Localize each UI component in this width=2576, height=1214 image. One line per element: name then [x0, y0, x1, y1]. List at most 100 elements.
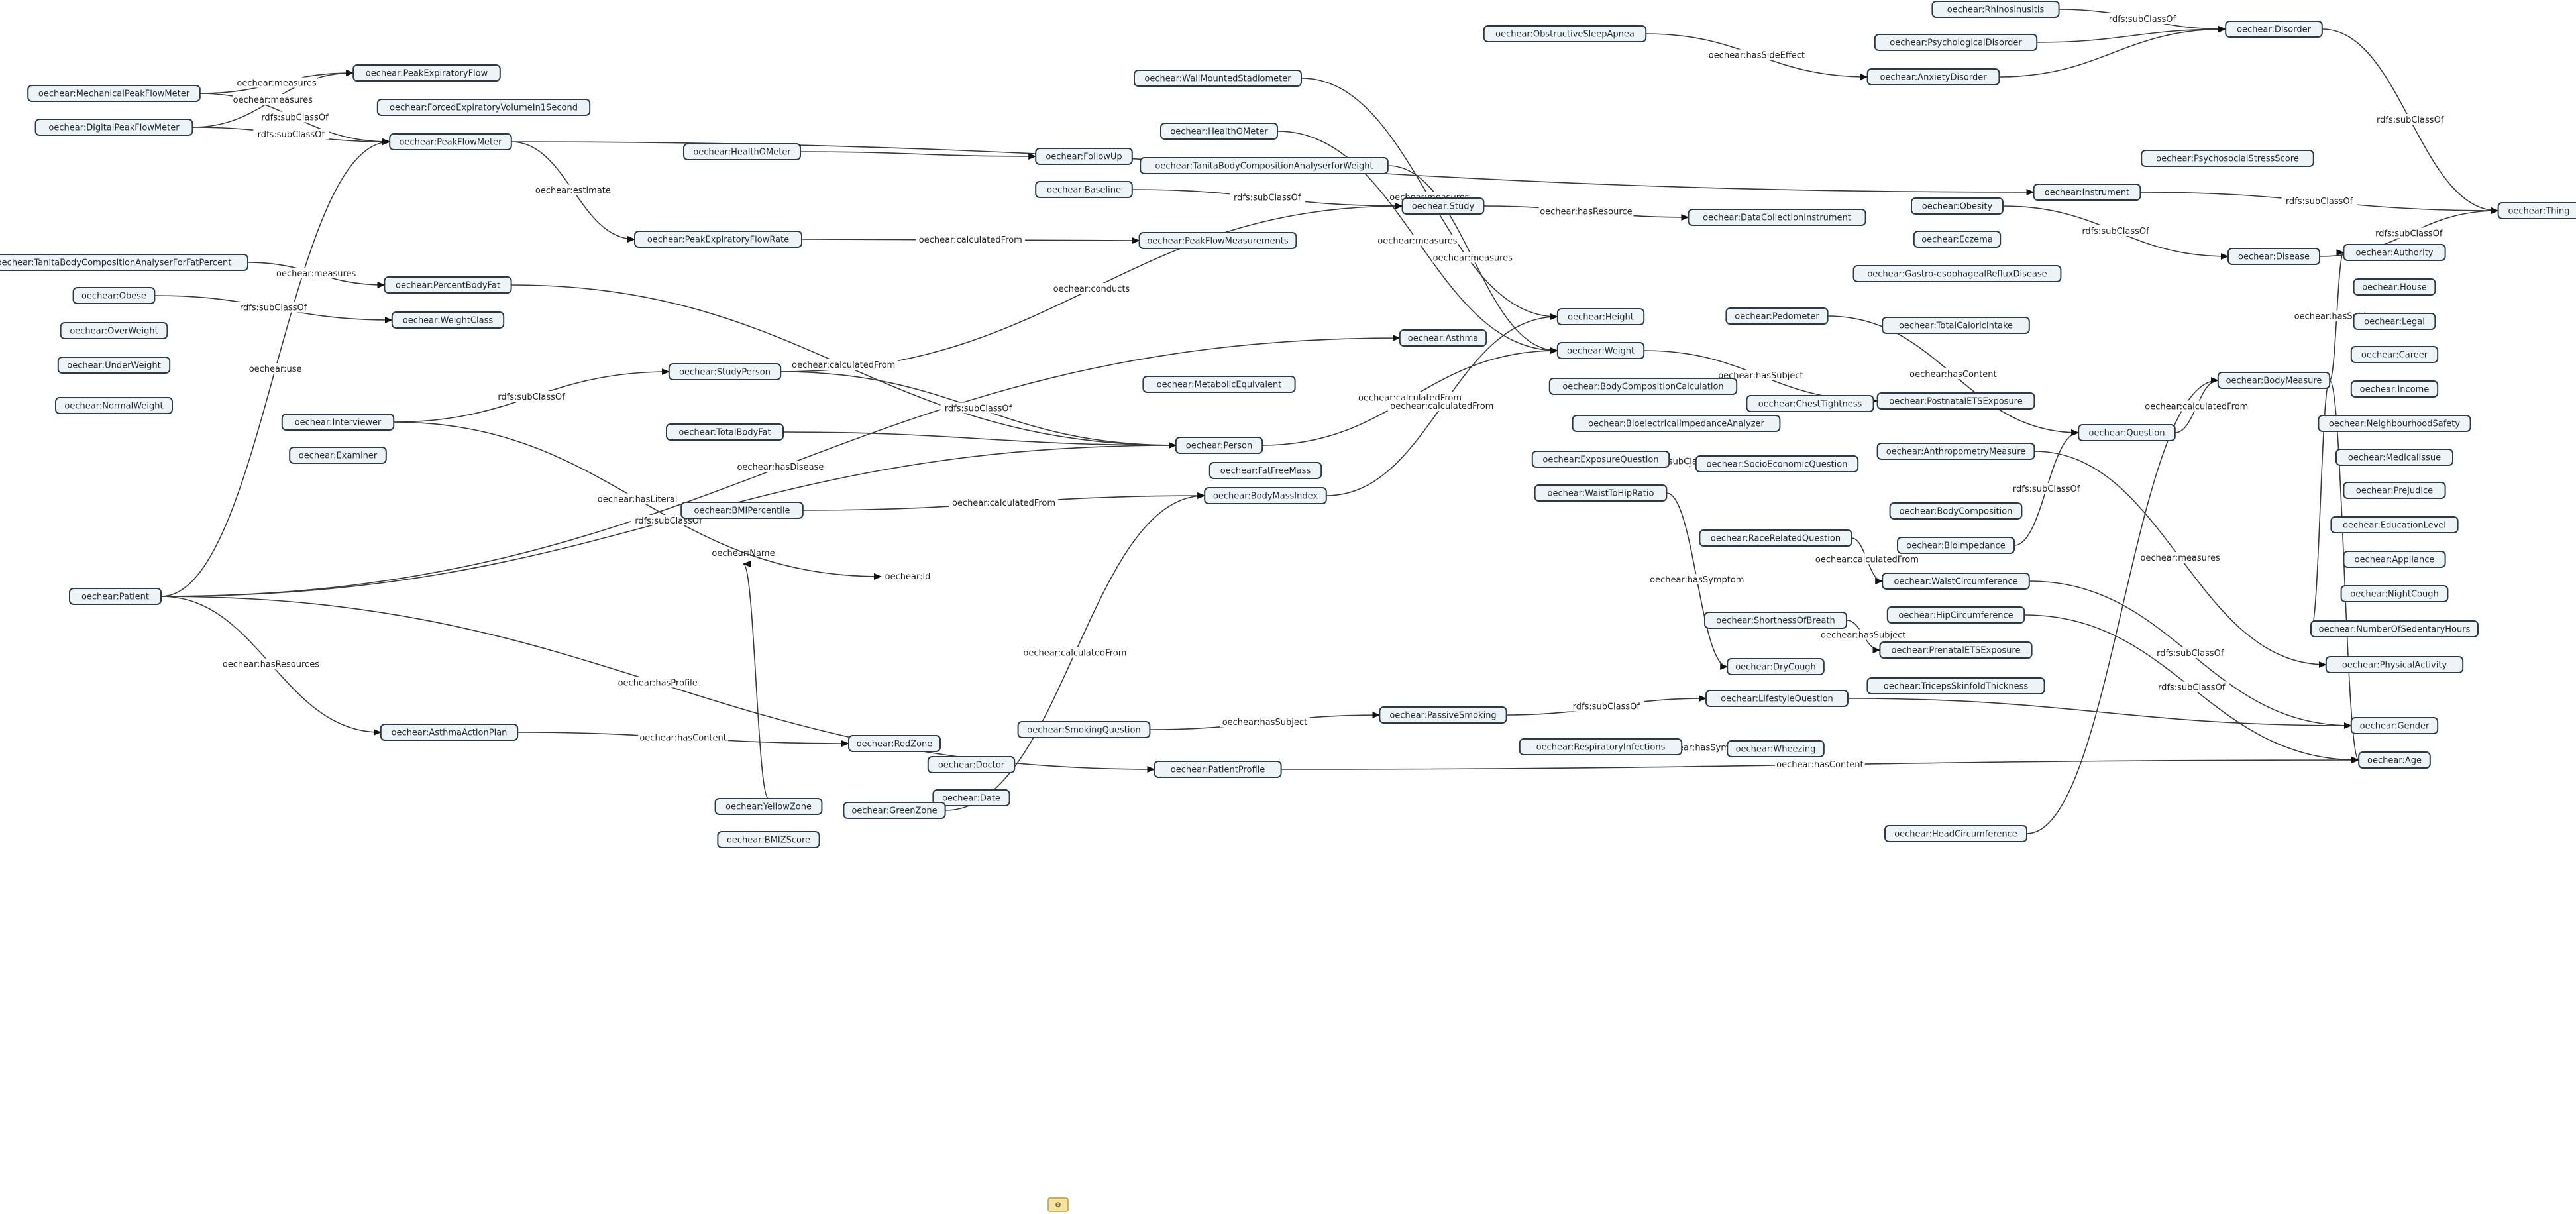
node-medicalissue[interactable]: oechear:MedicalIssue: [2335, 449, 2453, 466]
node-rhinosinusitis[interactable]: oechear:Rhinosinusitis: [1931, 1, 2060, 18]
node-drycough[interactable]: oechear:DryCough: [1727, 658, 1825, 675]
node-nightcough[interactable]: oechear:NightCough: [2340, 585, 2449, 602]
node-yellowzone[interactable]: oechear:YellowZone: [714, 798, 823, 815]
node-psychologicaldisorder[interactable]: oechear:PsychologicalDisorder: [1874, 34, 2038, 51]
node-redzone[interactable]: oechear:RedZone: [848, 735, 941, 752]
node-height[interactable]: oechear:Height: [1556, 308, 1645, 325]
node-baseline[interactable]: oechear:Baseline: [1035, 181, 1133, 198]
node-pedometer[interactable]: oechear:Pedometer: [1725, 307, 1829, 325]
node-thing[interactable]: oechear:Thing: [2497, 202, 2576, 219]
node-educationlevel[interactable]: oechear:EducationLevel: [2330, 516, 2459, 533]
node-forcedexpiratoryvolumein1second[interactable]: oechear:ForcedExpiratoryVolumeIn1Second: [376, 99, 591, 116]
node-racerelatedquestion[interactable]: oechear:RaceRelatedQuestion: [1699, 529, 1852, 547]
node-obesity[interactable]: oechear:Obesity: [1911, 197, 2004, 215]
node-peakflowmeasurements[interactable]: oechear:PeakFlowMeasurements: [1138, 232, 1297, 249]
node-examiner[interactable]: oechear:Examiner: [289, 447, 387, 464]
node-fatfreemass[interactable]: oechear:FatFreeMass: [1208, 462, 1322, 479]
node-instrument[interactable]: oechear:Instrument: [2033, 184, 2141, 201]
legend-icon[interactable]: ⚙: [1047, 1197, 1069, 1212]
node-study[interactable]: oechear:Study: [1401, 197, 1485, 215]
node-bodycomposition[interactable]: oechear:BodyComposition: [1889, 502, 2023, 520]
node-person[interactable]: oechear:Person: [1175, 437, 1263, 454]
node-date[interactable]: oechear:Date: [932, 789, 1010, 806]
node-studyperson[interactable]: oechear:StudyPerson: [668, 363, 782, 380]
node-age[interactable]: oechear:Age: [2358, 751, 2431, 769]
node-hipcircumference[interactable]: oechear:HipCircumference: [1886, 606, 2025, 624]
node-peakexpiratoryflowrate[interactable]: oechear:PeakExpiratoryFlowRate: [634, 231, 802, 248]
node-numberofsedentaryhours[interactable]: oechear:NumberOfSedentaryHours: [2310, 620, 2479, 637]
node-bmipercentile[interactable]: oechear:BMIPercentile: [680, 502, 804, 519]
node-passivesmoking[interactable]: oechear:PassiveSmoking: [1379, 706, 1507, 724]
node-followup[interactable]: oechear:FollowUp: [1035, 148, 1133, 165]
node-underweight[interactable]: oechear:UnderWeight: [57, 357, 171, 374]
node-prenataletsexposure[interactable]: oechear:PrenatalETSExposure: [1879, 641, 2033, 659]
node-overweight[interactable]: oechear:OverWeight: [60, 322, 168, 339]
node-greenzone[interactable]: oechear:GreenZone: [843, 802, 946, 819]
node-waistcircumference[interactable]: oechear:WaistCircumference: [1882, 573, 2030, 590]
node-eczema[interactable]: oechear:Eczema: [1913, 231, 2002, 248]
node-bmizscore[interactable]: oechear:BMIZScore: [717, 831, 820, 848]
node-physicalactivity[interactable]: oechear:PhysicalActivity: [2325, 656, 2464, 673]
node-career[interactable]: oechear:Career: [2350, 346, 2439, 363]
node-disease[interactable]: oechear:Disease: [2227, 248, 2320, 265]
node-tanitabodycompositionanalyserforweight[interactable]: oechear:TanitaBodyCompositionAnalyserfor…: [1140, 157, 1389, 174]
node-patient[interactable]: oechear:Patient: [69, 588, 162, 605]
node-lifestylequestion[interactable]: oechear:LifestyleQuestion: [1705, 690, 1849, 707]
node-anxietydisorder[interactable]: oechear:AnxietyDisorder: [1866, 68, 2000, 85]
node-gender[interactable]: oechear:Gender: [2350, 717, 2439, 734]
node-postnataletsexposure[interactable]: oechear:PostnatalETSExposure: [1876, 392, 2035, 410]
node-healthometer[interactable]: oechear:HealthOMeter: [1160, 123, 1278, 140]
node-neighbourhoodsafety[interactable]: oechear:NeighbourhoodSafety: [2318, 415, 2471, 432]
node-headcircumference[interactable]: oechear:HeadCircumference: [1884, 825, 2027, 842]
node-datacollectioninstrument[interactable]: oechear:DataCollectionInstrument: [1688, 209, 1866, 226]
node-healthometer2[interactable]: oechear:HealthOMeter: [683, 143, 801, 160]
node-bioimpedance[interactable]: oechear:Bioimpedance: [1897, 537, 2015, 554]
node-patientprofile[interactable]: oechear:PatientProfile: [1154, 761, 1282, 778]
node-asthmaactionplan[interactable]: oechear:AsthmaActionPlan: [380, 724, 519, 741]
node-socioeconomicquestion[interactable]: oechear:SocioEconomicQuestion: [1695, 455, 1859, 472]
node-wallmountedstadiometer[interactable]: oechear:WallMountedStadiometer: [1134, 70, 1302, 87]
node-percentbodyfat[interactable]: oechear:PercentBodyFat: [384, 276, 512, 294]
node-bioelectricalimpedanceanalyzer[interactable]: oechear:BioelectricalImpedanceAnalyzer: [1572, 415, 1781, 432]
node-totalcaloricintake[interactable]: oechear:TotalCaloricIntake: [1882, 317, 2030, 334]
node-bodymeasure[interactable]: oechear:BodyMeasure: [2217, 372, 2331, 389]
node-exposurequestion[interactable]: oechear:ExposureQuestion: [1531, 451, 1670, 468]
node-appliance[interactable]: oechear:Appliance: [2343, 551, 2446, 568]
node-tanitabodycompositionanalyserforfatpercent[interactable]: oechear:TanitaBodyCompositionAnalyserFor…: [0, 254, 248, 271]
node-totalbodyfat[interactable]: oechear:TotalBodyFat: [666, 423, 784, 441]
node-doctor[interactable]: oechear:Doctor: [927, 756, 1016, 773]
node-asthma[interactable]: oechear:Asthma: [1399, 329, 1487, 347]
node-weight[interactable]: oechear:Weight: [1556, 342, 1645, 359]
node-bodycompositioncalculation[interactable]: oechear:BodyCompositionCalculation: [1548, 378, 1738, 395]
node-authority[interactable]: oechear:Authority: [2343, 244, 2446, 261]
node-smokingquestion[interactable]: oechear:SmokingQuestion: [1017, 721, 1151, 738]
node-waisttohipratio[interactable]: oechear:WaistToHipRatio: [1534, 484, 1668, 502]
node-obstructivesleepapnea[interactable]: oechear:ObstructiveSleepApnea: [1483, 25, 1647, 42]
node-mechanicalpeakflowmeter[interactable]: oechear:MechanicalPeakFlowMeter: [27, 85, 201, 102]
node-wheezing[interactable]: oechear:Wheezing: [1727, 740, 1825, 757]
node-house[interactable]: oechear:House: [2353, 278, 2436, 296]
edge-label-bg: [1355, 392, 1465, 403]
node-anthropometrymeasure[interactable]: oechear:AnthropometryMeasure: [1876, 443, 2035, 460]
node-digitalpeakflowmeter[interactable]: oechear:DigitalPeakFlowMeter: [34, 119, 193, 136]
node-gastroesophagealrefluxdisease[interactable]: oechear:Gastro-esophagealRefluxDisease: [1852, 265, 2062, 282]
node-respiratoryinfections[interactable]: oechear:RespiratoryInfections: [1519, 738, 1683, 755]
node-metabolicequivalent[interactable]: oechear:MetabolicEquivalent: [1142, 376, 1296, 393]
node-bodymassindex[interactable]: oechear:BodyMassIndex: [1204, 487, 1327, 504]
node-interviewer[interactable]: oechear:Interviewer: [281, 414, 395, 431]
node-chesttightness[interactable]: oechear:ChestTightness: [1746, 395, 1874, 412]
node-prejudice[interactable]: oechear:Prejudice: [2343, 482, 2446, 499]
node-question[interactable]: oechear:Question: [2078, 424, 2176, 441]
node-obese[interactable]: oechear:Obese: [72, 287, 156, 304]
node-tricepsskinfoldthickness[interactable]: oechear:TricepsSkinfoldThickness: [1866, 677, 2045, 694]
node-peakexpiratoryflow[interactable]: oechear:PeakExpiratoryFlow: [352, 64, 501, 82]
node-disorder[interactable]: oechear:Disorder: [2225, 21, 2323, 38]
node-psychosocialstressscore[interactable]: oechear:PsychosocialStressScore: [2141, 150, 2314, 167]
node-peakflowmeter[interactable]: oechear:PeakFlowMeter: [389, 133, 512, 150]
node-label: oechear:ShortnessOfBreath: [1716, 616, 1835, 626]
node-shortnessofbreath[interactable]: oechear:ShortnessOfBreath: [1704, 612, 1847, 629]
node-normalweight[interactable]: oechear:NormalWeight: [55, 397, 173, 414]
node-legal[interactable]: oechear:Legal: [2353, 313, 2436, 330]
node-income[interactable]: oechear:Income: [2350, 380, 2439, 398]
node-weightclass[interactable]: oechear:WeightClass: [391, 311, 505, 329]
